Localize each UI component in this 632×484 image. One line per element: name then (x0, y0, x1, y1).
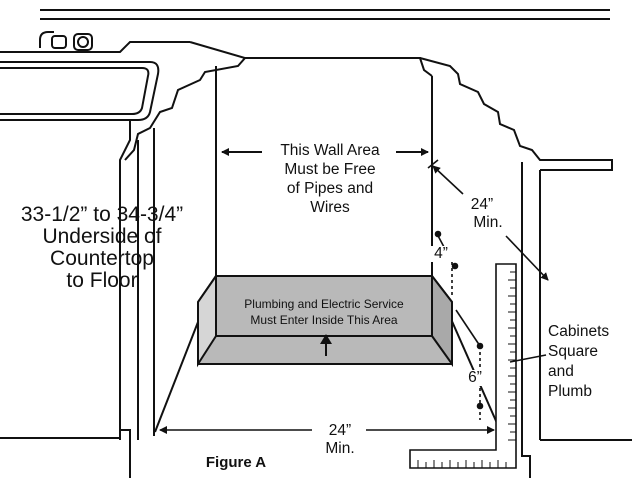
carpenter-square-icon (409, 263, 517, 469)
floor-and-toe-kicks (0, 429, 632, 478)
service-area-line-1: Plumbing and Electric Service (244, 297, 404, 311)
wall-area-line-2: Must be Free (284, 161, 376, 178)
width-value-label: 24” (328, 422, 352, 439)
underside-label: Underside of (42, 225, 162, 248)
up-arrow-icon (320, 334, 332, 356)
six-inch-label: 6” (462, 370, 488, 386)
cabinets-line-3: and (548, 363, 574, 380)
service-area-box (197, 272, 453, 368)
depth-value-label: 24” (462, 197, 502, 213)
cabinets-line-4: Plumb (548, 383, 592, 400)
top-border-lines (40, 9, 610, 20)
width-min-label: Min. (325, 440, 355, 457)
cabinets-leader-line (509, 354, 547, 363)
height-range-label: 33-1/2” to 34-3/4” (20, 203, 184, 226)
figure-caption: Figure A (205, 454, 267, 471)
depth-min-label: Min. (468, 215, 508, 231)
four-inch-label: 4” (428, 246, 454, 262)
cabinets-line-1: Cabinets (548, 323, 610, 340)
to-floor-label: to Floor (66, 269, 138, 292)
countertop-label: Countertop (50, 247, 154, 270)
right-cabinet (245, 57, 613, 440)
sink-icon (0, 31, 190, 121)
left-cabinet (0, 41, 247, 440)
cabinets-line-2: Square (548, 343, 598, 360)
depth-dimension (427, 159, 549, 281)
wall-area-line-4: Wires (310, 199, 350, 216)
service-area-line-2: Must Enter Inside This Area (250, 313, 398, 327)
wall-area-line-1: This Wall Area (264, 143, 396, 159)
wall-area-line-3: of Pipes and (286, 180, 374, 197)
